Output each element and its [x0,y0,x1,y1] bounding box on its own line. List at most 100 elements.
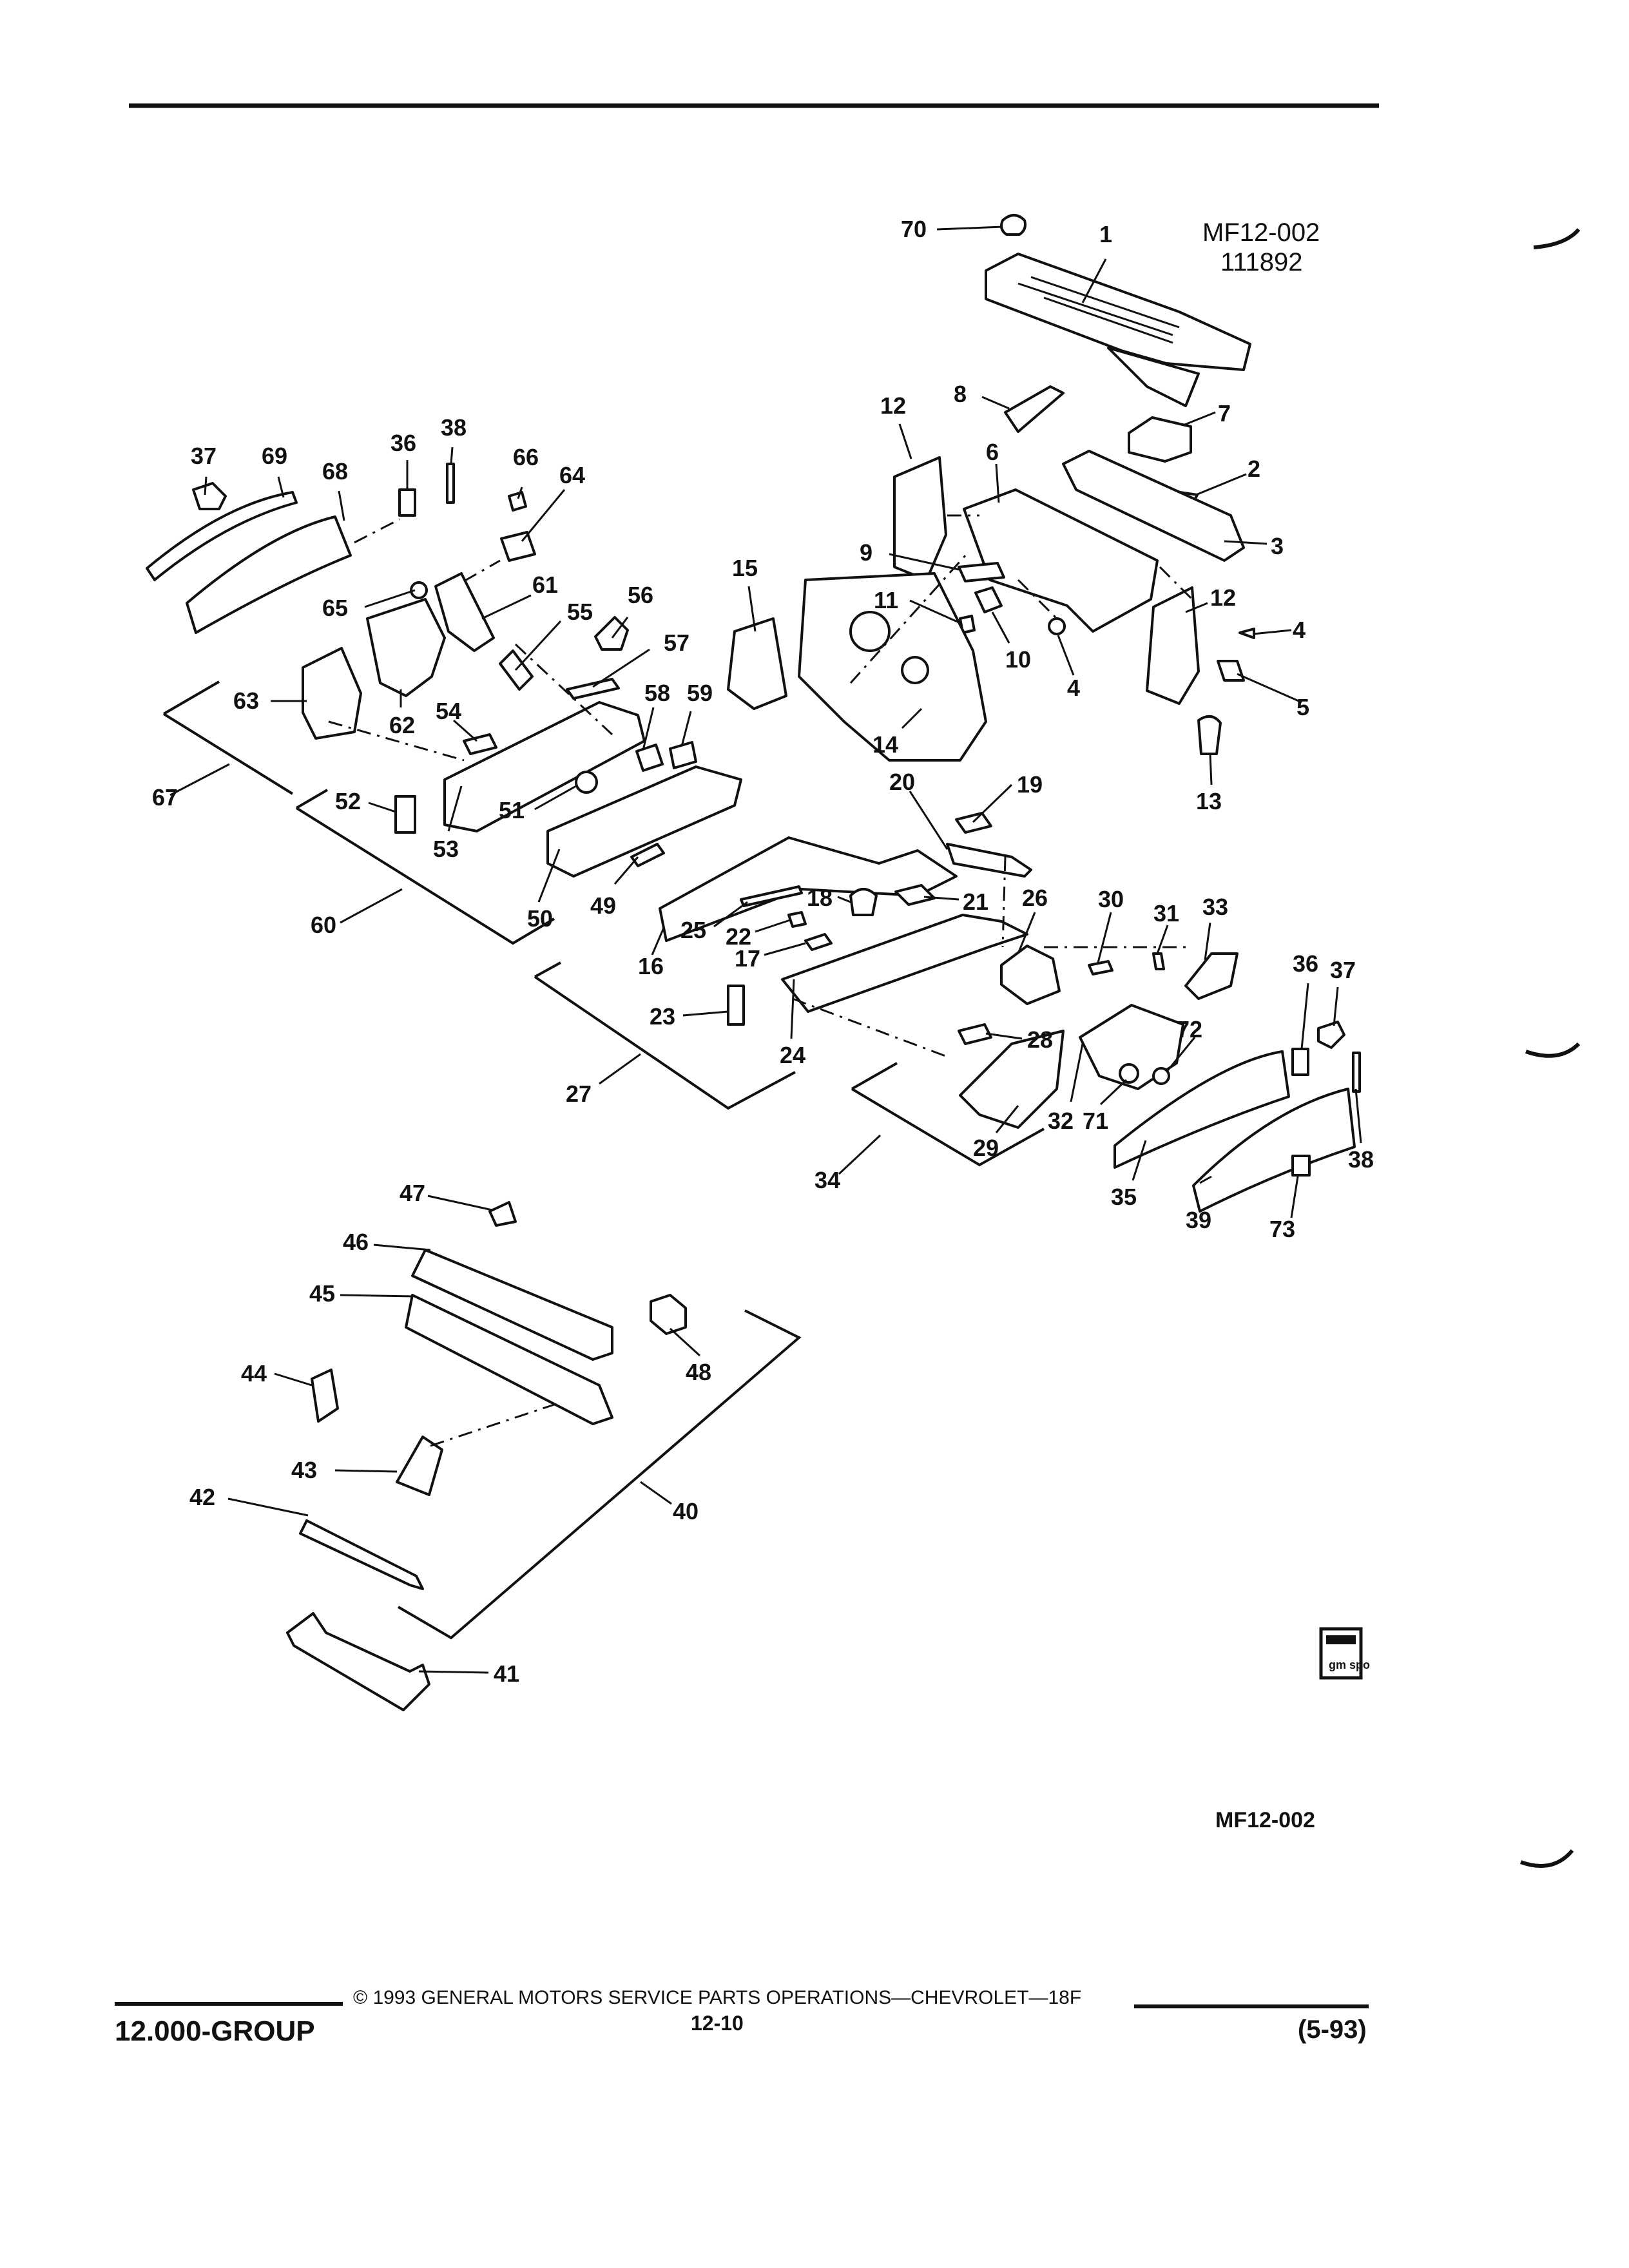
part-33 [1184,952,1239,1000]
callout-62: 62 [389,712,415,738]
callout-50: 50 [527,905,553,932]
part-58 [635,744,664,772]
part-1-ribs [1017,276,1180,344]
part-1 [985,253,1251,371]
callout-65: 65 [322,595,348,621]
callout-45: 45 [309,1280,335,1307]
callout-37a: 37 [191,443,217,469]
callout-17: 17 [735,945,760,972]
leader-lines [169,226,1362,1674]
callout-54: 54 [436,698,461,724]
footer-ref-code: MF12-002 [1215,1808,1315,1832]
bracket-27 [534,961,796,1110]
callout-67: 67 [152,784,178,811]
part-42 [299,1519,424,1590]
callout-13: 13 [1196,788,1222,814]
callout-40: 40 [673,1498,699,1524]
callout-35: 35 [1111,1184,1137,1210]
part-62 [366,598,446,697]
callout-55: 55 [567,599,593,625]
callout-49: 49 [590,892,616,919]
part-41 [286,1612,430,1711]
callout-16: 16 [638,953,664,979]
callout-47: 47 [400,1180,425,1206]
part-20 [946,843,1032,878]
part-35 [1113,1050,1290,1169]
callout-43: 43 [291,1457,317,1483]
footer-page-number: 12-10 [691,2012,744,2035]
part-36b [1291,1048,1309,1076]
callout-7: 7 [1218,400,1231,427]
callout-8: 8 [954,381,967,407]
part-71 [1119,1063,1139,1084]
part-59 [669,741,697,769]
bracket-67 [162,680,294,795]
part-29 [959,1030,1065,1129]
callout-15: 15 [732,555,758,581]
part-51 [575,771,598,794]
part-65 [410,581,428,599]
callout-57: 57 [664,629,689,656]
callout-59: 59 [687,680,713,706]
part-14 [798,572,987,762]
part-12b [1146,586,1200,705]
callout-24: 24 [780,1042,805,1068]
callout-48: 48 [686,1359,711,1385]
callout-14: 14 [872,731,898,758]
callout-38a: 38 [441,414,467,441]
part-49 [630,843,665,867]
callout-38b: 38 [1348,1146,1374,1173]
part-4a [1048,617,1066,635]
binding-mark [1533,227,1581,249]
part-31 [1152,952,1165,970]
callout-71: 71 [1083,1108,1108,1134]
part-64 [500,531,536,562]
part-38b [1352,1052,1361,1093]
callout-26: 26 [1022,885,1048,911]
callout-34: 34 [815,1167,840,1193]
callout-68: 68 [322,458,348,485]
callout-12a: 12 [880,392,906,419]
part-48 [650,1294,687,1335]
callout-21: 21 [963,889,988,915]
callout-25: 25 [680,917,706,943]
callout-53: 53 [433,836,459,862]
part-14-hole [849,611,891,652]
part-73 [1291,1155,1311,1177]
callout-29: 29 [973,1135,999,1161]
part-16 [659,836,958,942]
callout-69: 69 [262,443,287,469]
part-56 [594,616,629,651]
callout-36b: 36 [1293,950,1318,977]
part-12a [893,456,947,581]
callout-9: 9 [860,539,872,566]
binding-mark [1519,1849,1574,1868]
part-13 [1197,715,1222,755]
part-63 [302,647,362,740]
callout-46: 46 [343,1229,369,1255]
part-30 [1088,960,1113,975]
part-45 [405,1294,613,1425]
part-66 [508,491,527,512]
part-7 [1128,416,1192,463]
assembly-link [328,518,613,762]
part-52 [394,795,416,834]
part-70 [1000,214,1027,236]
callout-70: 70 [901,216,927,242]
bracket-60 [295,789,555,945]
bracket-40 [397,1309,802,1640]
part-5 [1217,660,1245,682]
part-15 [727,617,787,710]
callout-58: 58 [644,680,670,706]
diagram-ref-number: 111892 [1220,248,1303,276]
assembly-link [849,514,1193,684]
part-8 [1004,385,1065,433]
callout-23: 23 [650,1003,675,1030]
callout-64: 64 [559,462,585,488]
part-39 [1192,1088,1356,1213]
callout-41: 41 [494,1660,519,1687]
part-54 [463,733,497,755]
part-10 [974,586,1003,613]
callout-28: 28 [1027,1026,1053,1053]
callout-32: 32 [1048,1108,1074,1134]
